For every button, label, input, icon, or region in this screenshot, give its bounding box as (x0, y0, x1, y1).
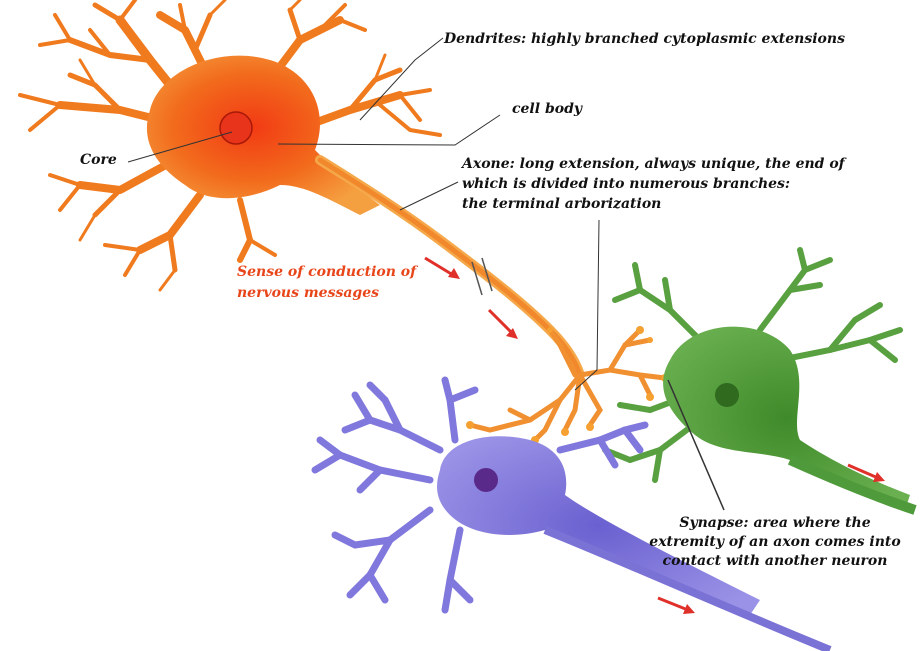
label-conduction-line1: Sense of conduction of (237, 263, 416, 282)
green-neuron (605, 250, 915, 510)
purple-nucleus (474, 468, 498, 492)
label-axone-line1: Axone: long extension, always unique, th… (462, 155, 845, 174)
green-nucleus (715, 383, 739, 407)
green-cell-body (663, 327, 910, 510)
label-core: Core (80, 151, 117, 170)
conduction-arrow-2 (489, 310, 518, 339)
leader-dendrites (360, 38, 443, 120)
leader-axone (400, 182, 458, 210)
label-conduction-line2: nervous messages (237, 284, 379, 303)
label-axone-line3: the terminal arborization (462, 195, 661, 214)
label-synapse-line3: contact with another neuron (640, 552, 910, 571)
label-synapse-line1: Synapse: area where the (640, 514, 910, 533)
orange-nucleus (220, 112, 252, 144)
conduction-arrow-4 (658, 598, 695, 614)
orange-neuron (20, 0, 669, 444)
label-synapse-line2: extremity of an axon comes into (640, 533, 910, 552)
label-dendrites: Dendrites: highly branched cytoplasmic e… (444, 30, 845, 49)
orange-cell-body (147, 56, 380, 215)
label-axone-line2: which is divided into numerous branches: (462, 175, 790, 194)
label-cell-body: cell body (512, 100, 582, 119)
conduction-arrow-1 (425, 258, 460, 279)
label-synapse: Synapse: area where the extremity of an … (640, 514, 910, 571)
